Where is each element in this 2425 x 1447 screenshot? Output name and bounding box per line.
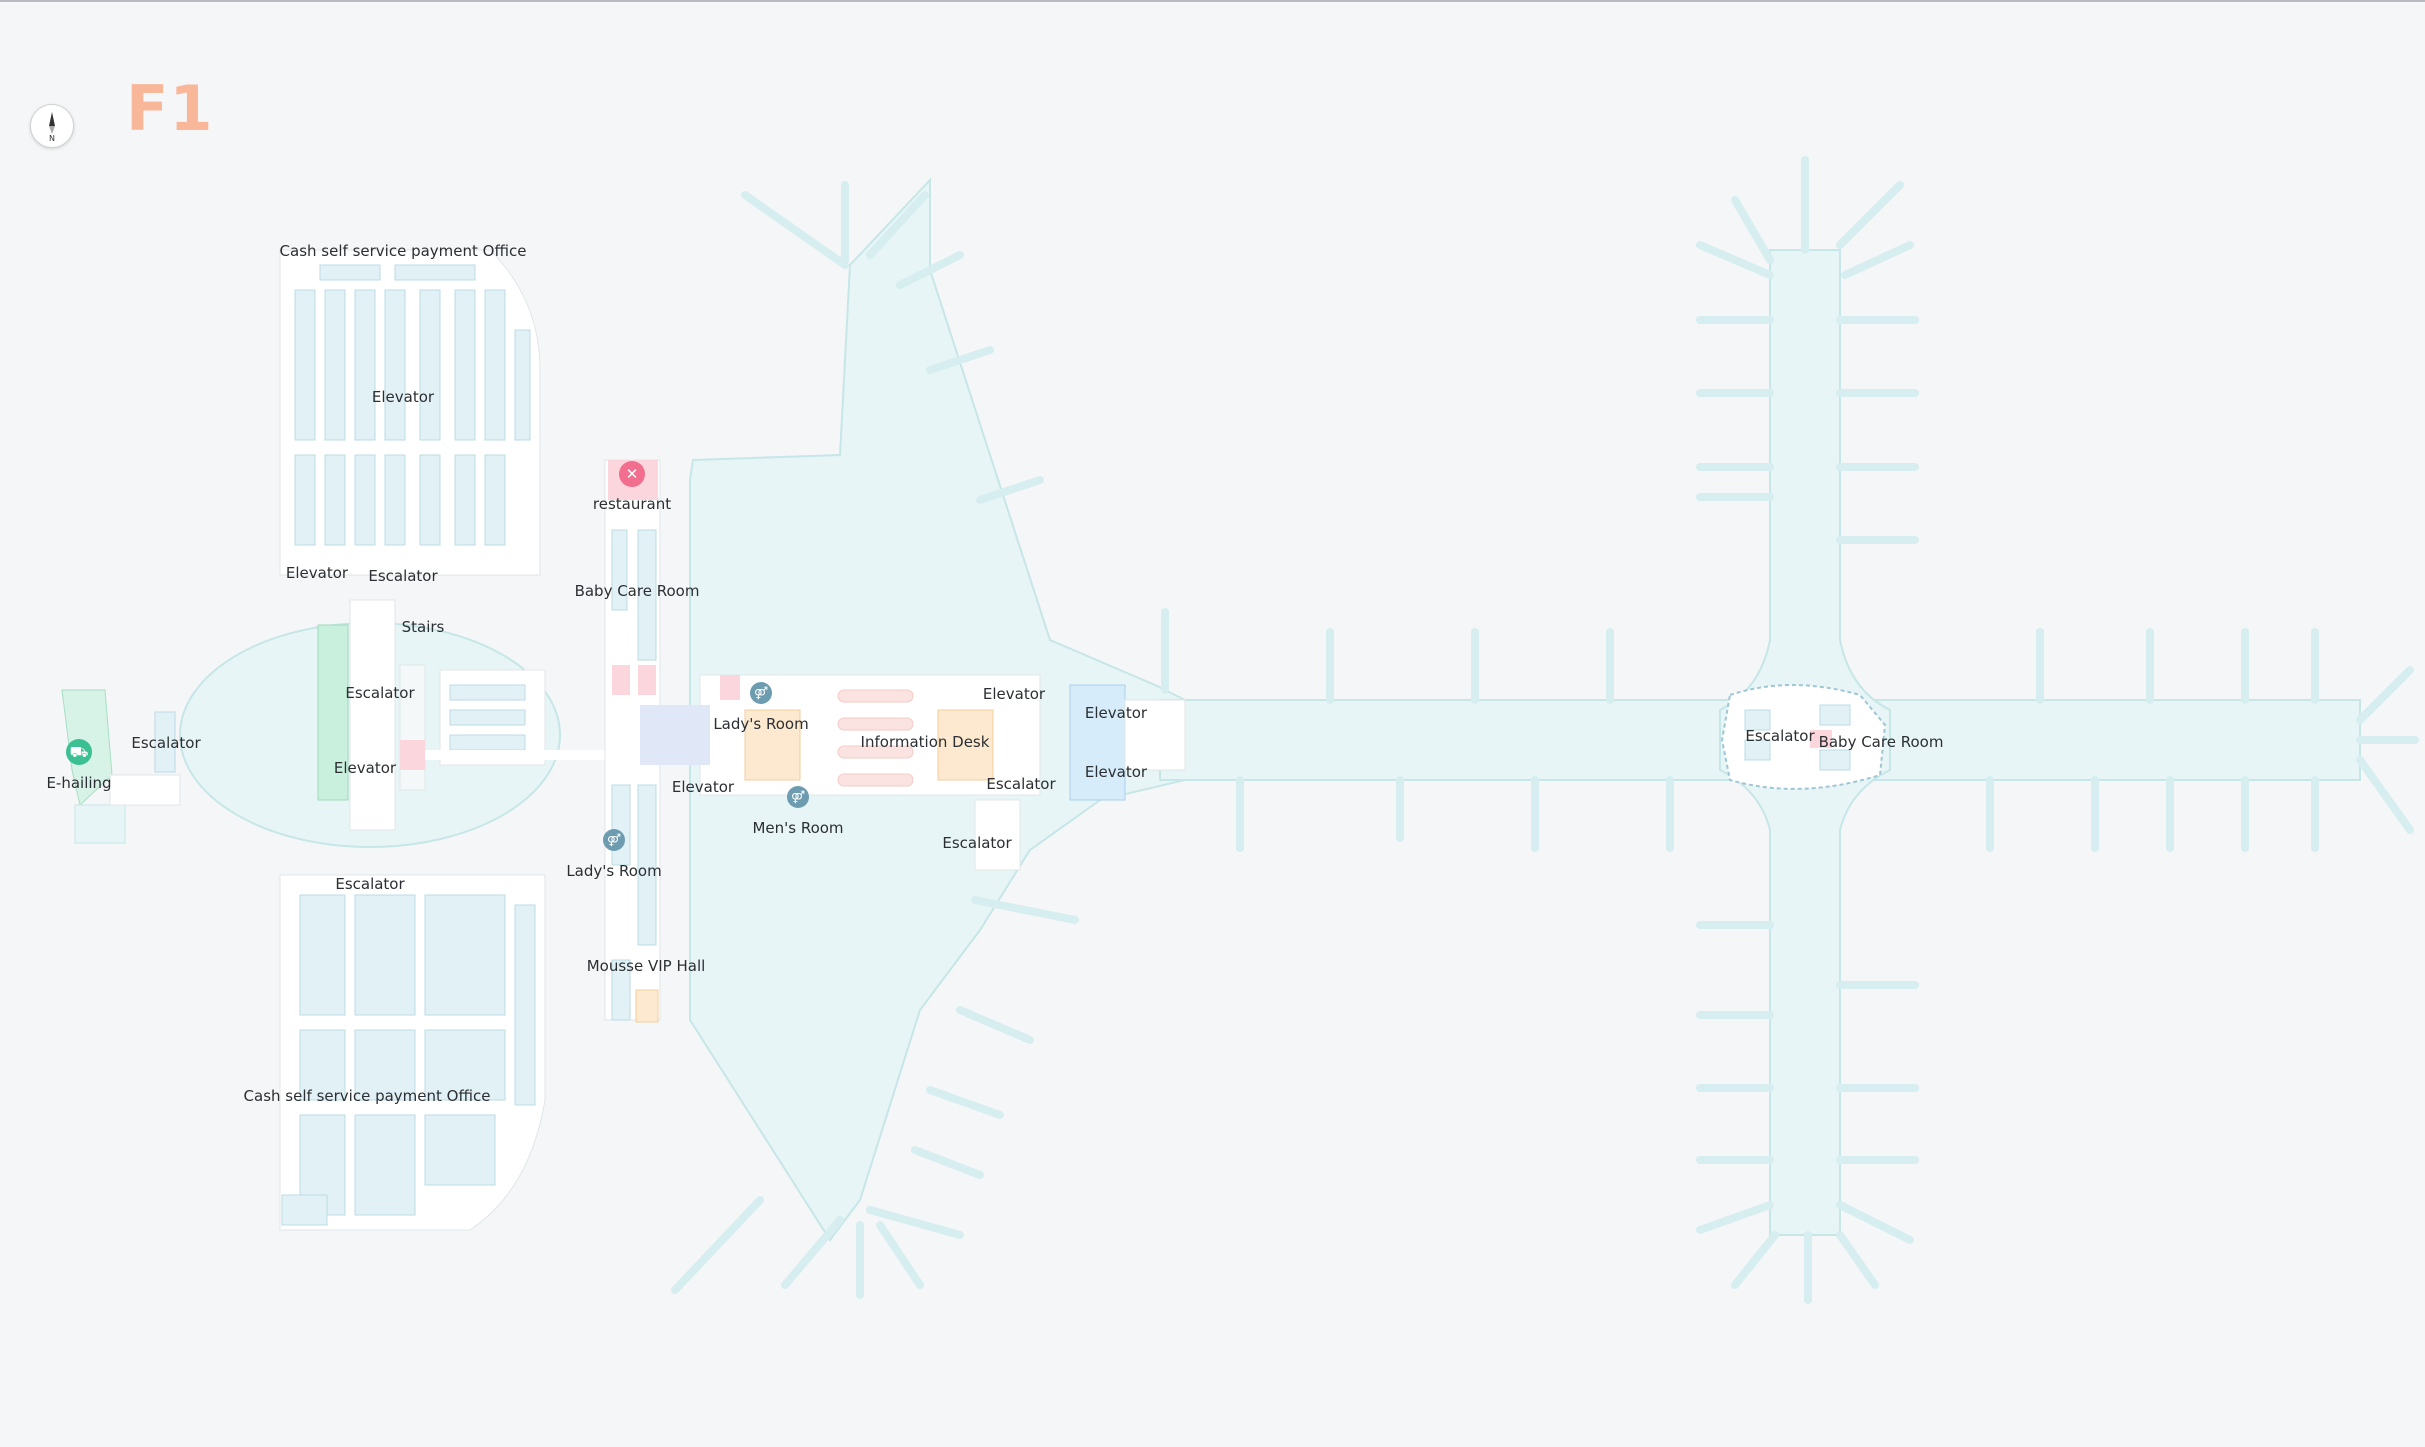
- label-escalator-oval[interactable]: Escalator: [345, 684, 415, 702]
- label-escalator-east[interactable]: Escalator: [1745, 727, 1815, 745]
- label-cash-office-north[interactable]: Cash self service payment Office: [279, 242, 527, 260]
- label-elevator-center-right[interactable]: Elevator: [982, 685, 1046, 703]
- label-elevator-north-lot[interactable]: Elevator: [371, 388, 435, 406]
- label-e-hailing[interactable]: E-hailing: [46, 774, 112, 792]
- label-stairs[interactable]: Stairs: [401, 618, 445, 636]
- compass-north-needle-icon: [49, 112, 55, 126]
- e-hailing-building: [61, 689, 181, 844]
- north-parking-lot: [279, 249, 541, 576]
- east-hub: [1720, 684, 1887, 790]
- south-parking-lot: [279, 874, 546, 1231]
- gate-stubs: [671, 156, 2419, 1304]
- label-elevator-center-left[interactable]: Elevator: [671, 778, 735, 796]
- floor-label[interactable]: F1: [126, 72, 214, 145]
- label-elevator-north-lot-sw[interactable]: Elevator: [285, 564, 349, 582]
- compass-north-label: N: [49, 134, 55, 143]
- label-ladys-room-center[interactable]: Lady's Room: [713, 715, 809, 733]
- label-elevator-hub-bottom[interactable]: Elevator: [1084, 763, 1148, 781]
- top-border: [0, 0, 2425, 2]
- label-baby-care-room-east[interactable]: Baby Care Room: [1818, 733, 1944, 751]
- restroom-icon[interactable]: ⚤: [603, 829, 625, 851]
- restroom-icon[interactable]: ⚤: [787, 786, 809, 808]
- label-escalator-center-bottom[interactable]: Escalator: [942, 834, 1012, 852]
- label-mousse-vip-hall[interactable]: Mousse VIP Hall: [586, 957, 706, 975]
- restroom-icon[interactable]: ⚤: [750, 682, 772, 704]
- car-icon[interactable]: ⛟: [66, 739, 92, 765]
- label-escalator-west[interactable]: Escalator: [131, 734, 201, 752]
- label-mens-room[interactable]: Men's Room: [752, 819, 844, 837]
- label-elevator-hub-top[interactable]: Elevator: [1084, 704, 1148, 722]
- label-restaurant[interactable]: restaurant: [592, 495, 672, 513]
- compass-south-needle-icon: [49, 126, 55, 134]
- fork-knife-icon[interactable]: ✕: [619, 461, 645, 487]
- label-ladys-room-left[interactable]: Lady's Room: [566, 862, 662, 880]
- label-cash-office-south[interactable]: Cash self service payment Office: [243, 1087, 491, 1105]
- label-escalator-center-right[interactable]: Escalator: [986, 775, 1056, 793]
- label-information-desk[interactable]: Information Desk: [860, 733, 990, 751]
- label-escalator-north-lot[interactable]: Escalator: [368, 567, 438, 585]
- compass[interactable]: N: [30, 104, 74, 148]
- label-elevator-oval[interactable]: Elevator: [333, 759, 397, 777]
- label-escalator-south-lot[interactable]: Escalator: [335, 875, 405, 893]
- oval-buildings: [317, 599, 615, 831]
- label-baby-care-room[interactable]: Baby Care Room: [574, 582, 700, 600]
